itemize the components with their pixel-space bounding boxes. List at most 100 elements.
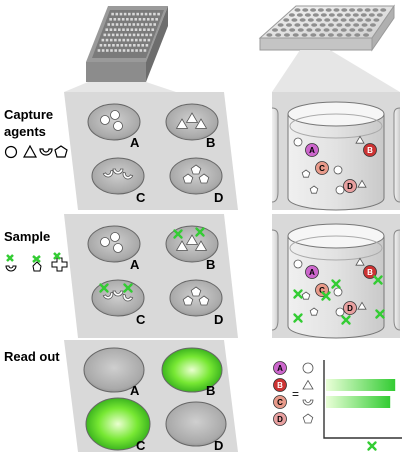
- slide-spot: [132, 33, 136, 37]
- slide-spot: [140, 12, 144, 16]
- bead-B: B: [363, 265, 377, 279]
- microtiter-plate: [258, 4, 395, 52]
- signal-bar-B: [326, 379, 396, 391]
- bead-letter-C: C: [319, 286, 325, 295]
- adjacent-well-right: [393, 107, 401, 203]
- plate-well: [344, 23, 351, 27]
- slide-spot: [143, 38, 146, 42]
- slide-spot: [117, 18, 121, 21]
- slide-spot: [126, 49, 130, 52]
- slide-spot: [118, 38, 121, 42]
- bead-letter-D: D: [347, 304, 353, 313]
- slide-spot: [130, 38, 134, 42]
- legend-bead-letter-A: A: [277, 364, 283, 373]
- plate-well: [306, 28, 313, 32]
- well-body: [287, 235, 385, 339]
- slide-spot: [153, 12, 156, 16]
- plate-well: [356, 18, 363, 22]
- slide-spot: [130, 18, 133, 21]
- slide-spot: [122, 49, 126, 52]
- slide-spot: [135, 38, 138, 42]
- circle-capture-agent: [113, 121, 123, 131]
- slide-spot: [133, 44, 136, 47]
- legend-bead-letter-D: D: [277, 415, 283, 424]
- spot-A: A: [83, 347, 145, 398]
- spot-D: D: [169, 157, 223, 205]
- triangle-capture-agent: [357, 179, 367, 188]
- slide-spot: [116, 44, 119, 47]
- plate-well: [324, 18, 331, 22]
- plate-well: [294, 8, 301, 12]
- circle-capture-agent: [293, 259, 303, 269]
- triangle-capture-agent: [355, 135, 365, 144]
- slide-spot: [149, 33, 153, 37]
- plate-well: [325, 8, 332, 12]
- row-label-capture-line2: agents: [4, 124, 46, 139]
- plate-well: [286, 23, 293, 27]
- plate-well: [332, 28, 339, 32]
- pentagon-capture-agent: [190, 164, 202, 175]
- slide-projection: [64, 82, 176, 92]
- plate-well: [352, 13, 359, 17]
- crescent-capture-agent: [102, 169, 114, 178]
- spot-letter-B: B: [206, 383, 215, 398]
- slide-spot: [107, 33, 111, 37]
- slide-spot: [112, 44, 115, 47]
- plate-well: [301, 33, 308, 37]
- slide-spot: [131, 49, 134, 52]
- pentagon-capture-agent: [182, 173, 194, 184]
- bead-circle: [315, 283, 329, 297]
- crescent-capture-agent: [122, 293, 134, 302]
- plate-well: [340, 18, 347, 22]
- spot-well: [83, 347, 145, 393]
- bead-letter-A: A: [309, 146, 315, 155]
- slide-spot: [110, 49, 113, 52]
- circle-capture-agent: [302, 362, 314, 374]
- bead-letter-B: B: [367, 146, 373, 155]
- slide-spot: [138, 18, 142, 21]
- spot-letter-A: A: [130, 257, 140, 272]
- triangle-capture-agent: [175, 240, 189, 251]
- slide-spot: [143, 28, 146, 31]
- crescent-capture-agent-icon: [39, 148, 53, 156]
- plate-well: [275, 33, 282, 37]
- plate-well: [368, 13, 375, 17]
- slide-spot: [144, 12, 148, 16]
- spot-B: B: [161, 347, 223, 398]
- spot-A: A: [87, 103, 141, 150]
- plate-well: [319, 23, 326, 27]
- plate-well: [272, 28, 278, 32]
- plate-well: [317, 8, 324, 12]
- slide-spot: [128, 12, 131, 16]
- plate-well: [332, 18, 339, 22]
- pentagon-capture-agent: [302, 413, 314, 424]
- bound-analyte-marker: [195, 227, 205, 237]
- plate-well-grid: [266, 8, 387, 37]
- spot-A: A: [87, 225, 141, 272]
- plate-well: [361, 23, 368, 27]
- plate-well: [312, 13, 319, 17]
- bead-circle: [363, 143, 377, 157]
- well-liquid-line: [289, 113, 383, 139]
- slide-spot: [141, 44, 145, 47]
- plate-well: [376, 13, 383, 17]
- plate-well: [307, 18, 314, 22]
- triangle-capture-agent-icon: [22, 144, 38, 158]
- slide-spot: [123, 12, 127, 16]
- slide-spot: [140, 23, 144, 26]
- crescent-capture-agent: [112, 168, 124, 175]
- bound-analyte-marker: [331, 279, 341, 289]
- slide-spot: [101, 38, 105, 42]
- triangle-capture-agent: [194, 240, 208, 251]
- slide-spot: [111, 33, 115, 37]
- spot-well: [85, 397, 151, 451]
- sample-molecules: [5, 252, 68, 272]
- slide-spot: [141, 33, 144, 37]
- spot-letter-C: C: [136, 438, 146, 453]
- slide-spot: [134, 28, 138, 31]
- pentagon-capture-agent: [301, 291, 311, 300]
- slide-spot: [153, 23, 156, 26]
- slide-spot: [136, 12, 139, 16]
